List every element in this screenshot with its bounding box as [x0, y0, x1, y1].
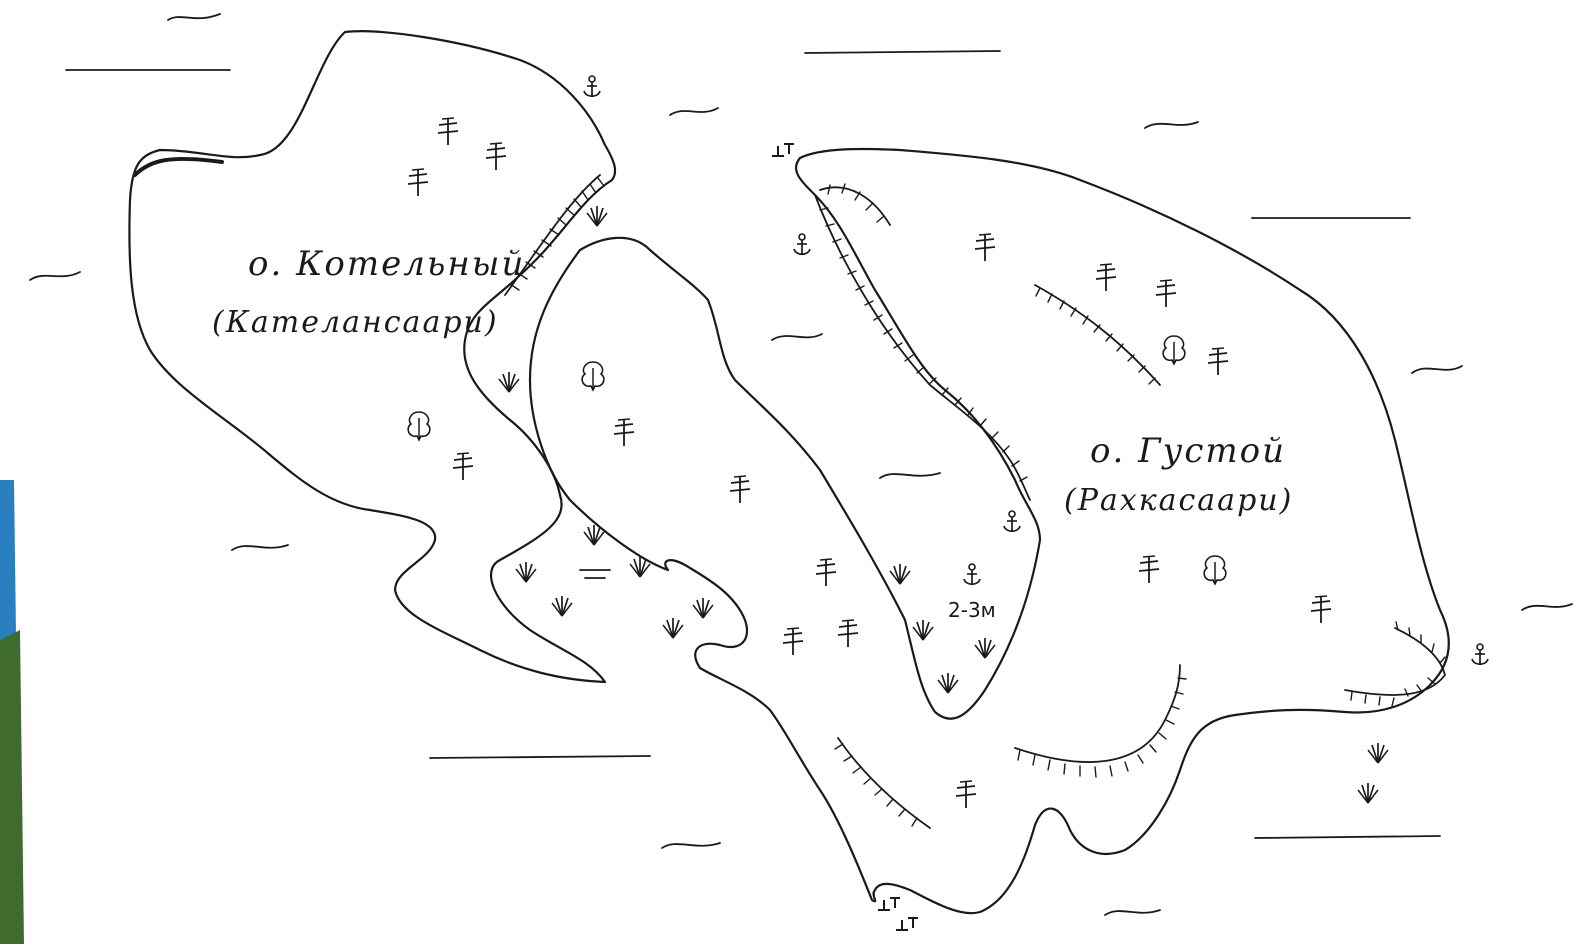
conifer-tree-icon: [974, 233, 996, 262]
reed-icon: [889, 563, 911, 585]
deciduous-tree-icon: [407, 411, 431, 441]
deciduous-tree-icon: [1162, 335, 1186, 365]
conifer-tree-icon: [613, 418, 635, 447]
jetty-icon: [877, 897, 901, 911]
reed-icon: [551, 595, 573, 617]
anchor-icons: [583, 75, 1489, 666]
kotelny-island-coast: [128, 30, 617, 684]
anchor-icon: [793, 233, 811, 256]
conifer-tree-icon: [729, 475, 751, 504]
cliff-hatching-east: [1344, 621, 1446, 707]
jetty-icon: [771, 143, 795, 157]
conifer-tree-icon: [1207, 347, 1229, 376]
reed-icon: [1367, 742, 1389, 764]
water-wave-icons: [29, 13, 1573, 916]
conifer-tree-icon: [837, 619, 859, 648]
conifer-tree-icon: [485, 142, 507, 171]
cliff-hatching-south-bay: [1014, 664, 1187, 778]
conifer-tree-icon: [437, 117, 459, 146]
anchor-icon: [1003, 510, 1021, 533]
middle-island-coast: [528, 147, 1450, 915]
conifer-tree-icon: [782, 627, 804, 656]
conifer-tree-icon: [1155, 279, 1177, 308]
cliff-hatching-south: [834, 737, 931, 829]
reed-icon: [937, 672, 959, 694]
island-name-kotelny: о. Котельный: [248, 244, 525, 284]
photo-edge: [0, 480, 24, 944]
reed-icon: [586, 205, 608, 227]
cliff-hatching-gustoy-north: [1034, 284, 1161, 386]
deciduous-tree-icon: [581, 361, 605, 391]
reed-icon: [692, 597, 714, 619]
conifer-tree-icon: [407, 168, 429, 197]
conifer-tree-icon: [1310, 595, 1332, 624]
island-name-gustoy: о. Густой: [1090, 431, 1286, 471]
conifer-tree-icon: [955, 780, 977, 809]
jetty-icon: [895, 917, 919, 931]
reed-icon: [498, 371, 520, 393]
reed-icon: [974, 637, 996, 659]
deciduous-tree-icon: [1203, 555, 1227, 585]
reed-icon: [662, 617, 684, 639]
island-altname-kotelny: (Кателансаари): [212, 305, 499, 340]
conifer-tree-icon: [452, 452, 474, 481]
island-altname-gustoy: (Рахкасаари): [1064, 483, 1293, 518]
reed-icon: [515, 561, 537, 583]
anchor-icon: [963, 563, 981, 586]
conifer-tree-icon: [1138, 555, 1160, 584]
conifer-tree-icon: [815, 558, 837, 587]
conifer-tree-icon: [1095, 263, 1117, 292]
anchor-icon: [1471, 643, 1489, 666]
cliff-hatching-kotelny: [504, 174, 605, 296]
reed-icon: [1357, 782, 1379, 804]
depth-label: 2-3м: [948, 598, 996, 622]
anchor-icon: [583, 75, 601, 98]
reed-icon: [912, 619, 934, 641]
kotelny-north-shore-bar: [133, 156, 224, 177]
cliff-hatching-ridge: [814, 183, 1031, 501]
water-lines: [65, 50, 1441, 839]
